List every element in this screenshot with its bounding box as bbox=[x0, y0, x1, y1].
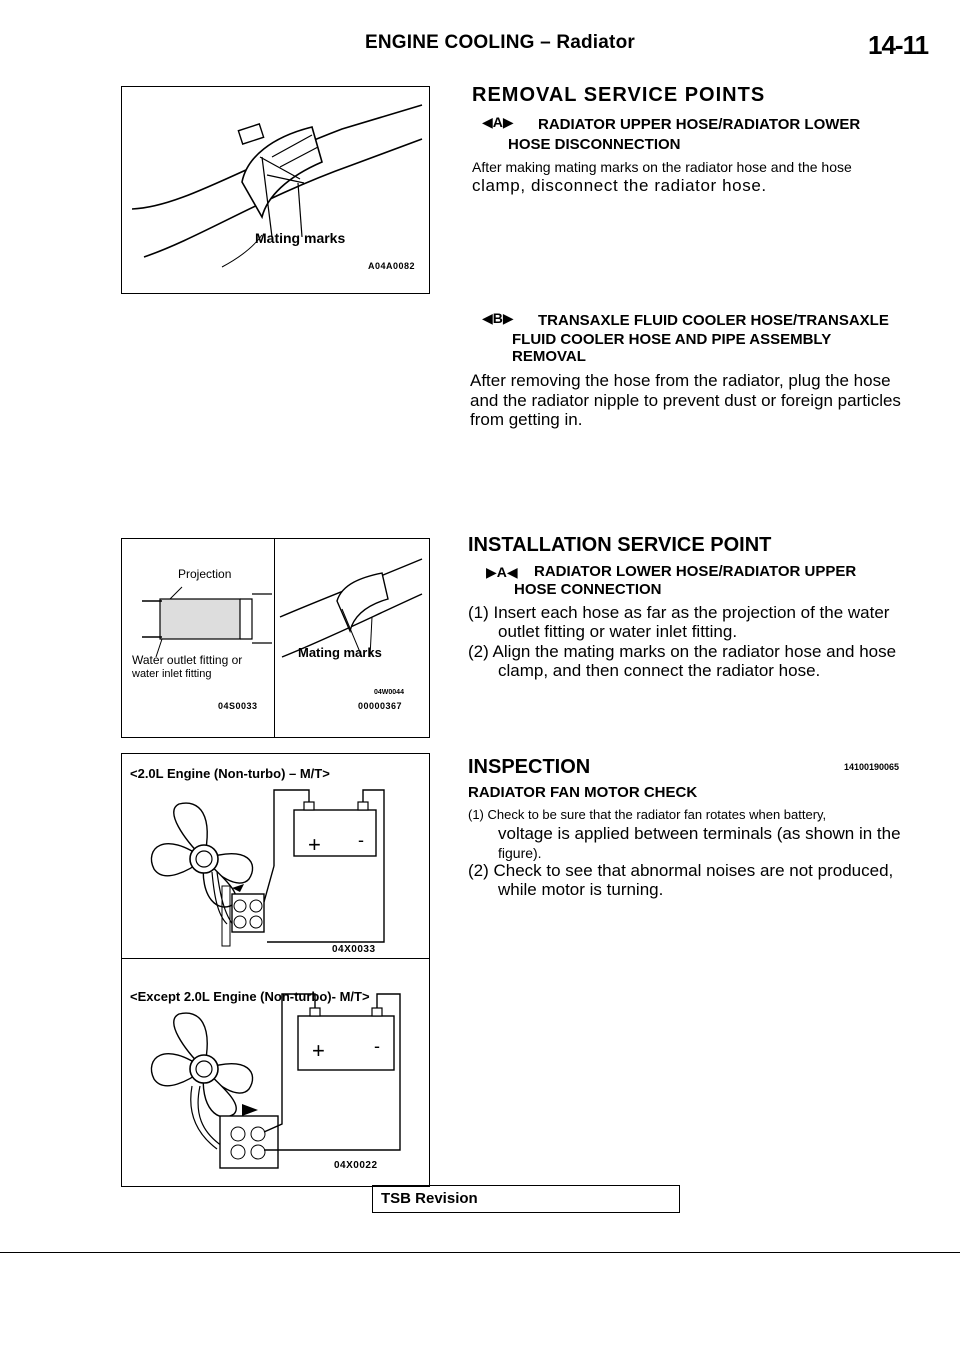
battery-plus: + bbox=[308, 832, 321, 857]
installation-a-title-1: RADIATOR LOWER HOSE/RADIATOR UPPER bbox=[534, 563, 857, 580]
marker-letter: A bbox=[496, 564, 507, 580]
removal-b-text-3: from getting in. bbox=[470, 410, 583, 429]
projection-label: Projection bbox=[178, 567, 232, 581]
removal-a-text-2: clamp, disconnect the radiator hose. bbox=[472, 176, 767, 195]
figure-caption-except: <Except 2.0L Engine (Non-turbo)- M/T> bbox=[130, 989, 370, 1004]
inspection-subheading: RADIATOR FAN MOTOR CHECK bbox=[468, 784, 698, 801]
installation-a-marker: ▶A◀ bbox=[486, 564, 518, 580]
installation-a-title-2: HOSE CONNECTION bbox=[514, 581, 662, 598]
inspection-heading: INSPECTION bbox=[468, 756, 591, 778]
figure-code: A04A0082 bbox=[368, 261, 416, 271]
installation-step2-2: clamp, and then connect the radiator hos… bbox=[498, 661, 821, 680]
fan-motor-circuit bbox=[150, 789, 401, 1169]
installation-heading: INSTALLATION SERVICE POINT bbox=[468, 534, 772, 556]
marker-letter: A bbox=[492, 114, 503, 130]
projection-illustration bbox=[142, 558, 423, 658]
marker-letter: B bbox=[492, 310, 503, 326]
figure-code-3: 04X0033 bbox=[332, 944, 376, 955]
removal-b-marker: ◀B▶ bbox=[482, 310, 514, 326]
mating-marks-label: Mating marks bbox=[298, 645, 382, 660]
inspection-step1-3: figure). bbox=[498, 845, 542, 861]
inspection-step1-1: (1) Check to be sure that the radiator f… bbox=[468, 807, 827, 822]
removal-b-title-3: REMOVAL bbox=[512, 348, 586, 365]
figure-fan-motor: <2.0L Engine (Non-turbo) – M/T> bbox=[121, 753, 430, 1187]
water-outlet-label: Water outlet fitting or bbox=[132, 653, 243, 667]
inspection-code: 14100190065 bbox=[844, 762, 900, 772]
inspection-step2-1: (2) Check to see that abnormal noises ar… bbox=[468, 861, 894, 880]
figure-code-left: 04S0033 bbox=[218, 701, 258, 711]
installation-step1-2: outlet fitting or water inlet fitting. bbox=[498, 622, 738, 641]
hose-clamp-illustration bbox=[131, 104, 423, 268]
water-inlet-label: water inlet fitting bbox=[132, 668, 212, 680]
tsb-revision-box: TSB Revision bbox=[372, 1185, 680, 1213]
installation-step2-1: (2) Align the mating marks on the radiat… bbox=[468, 642, 897, 661]
removal-a-title-2: HOSE DISCONNECTION bbox=[508, 136, 681, 153]
removal-b-title-2: FLUID COOLER HOSE AND PIPE ASSEMBLY bbox=[512, 331, 832, 348]
page-title: ENGINE COOLING – Radiator bbox=[365, 32, 635, 53]
tsb-revision-label: TSB Revision bbox=[381, 1190, 478, 1207]
battery-minus: - bbox=[358, 830, 364, 850]
mating-marks-label: Mating marks bbox=[255, 230, 346, 246]
figure-code-right: 00000367 bbox=[358, 701, 403, 711]
figure-mating-marks: Mating marks A04A0082 bbox=[121, 86, 430, 294]
battery-minus-2: - bbox=[374, 1036, 380, 1056]
removal-a-marker: ◀A▶ bbox=[482, 114, 514, 130]
figure-caption-non-turbo: <2.0L Engine (Non-turbo) – M/T> bbox=[130, 766, 330, 781]
installation-step1-1: (1) Insert each hose as far as the proje… bbox=[468, 603, 890, 622]
battery-plus-2: + bbox=[312, 1038, 325, 1063]
figure-projection: Projection Water outlet fitting or water… bbox=[121, 538, 430, 738]
figure-code-right-small: 04W0044 bbox=[374, 689, 404, 696]
removal-a-text-1: After making mating marks on the radiato… bbox=[472, 159, 852, 175]
page-number: 14-11 bbox=[868, 30, 929, 60]
footer-rule bbox=[0, 1252, 960, 1253]
removal-b-title-1: TRANSAXLE FLUID COOLER HOSE/TRANSAXLE bbox=[538, 312, 889, 329]
removal-b-text-2: and the radiator nipple to prevent dust … bbox=[470, 391, 901, 410]
removal-a-title-1: RADIATOR UPPER HOSE/RADIATOR LOWER bbox=[538, 116, 861, 133]
removal-heading: REMOVAL SERVICE POINTS bbox=[472, 84, 766, 106]
figure-code-4: 04X0022 bbox=[334, 1160, 378, 1171]
removal-b-text-1: After removing the hose from the radiato… bbox=[470, 371, 891, 390]
inspection-step2-2: while motor is turning. bbox=[498, 880, 664, 899]
inspection-step1-2: voltage is applied between terminals (as… bbox=[498, 824, 901, 843]
